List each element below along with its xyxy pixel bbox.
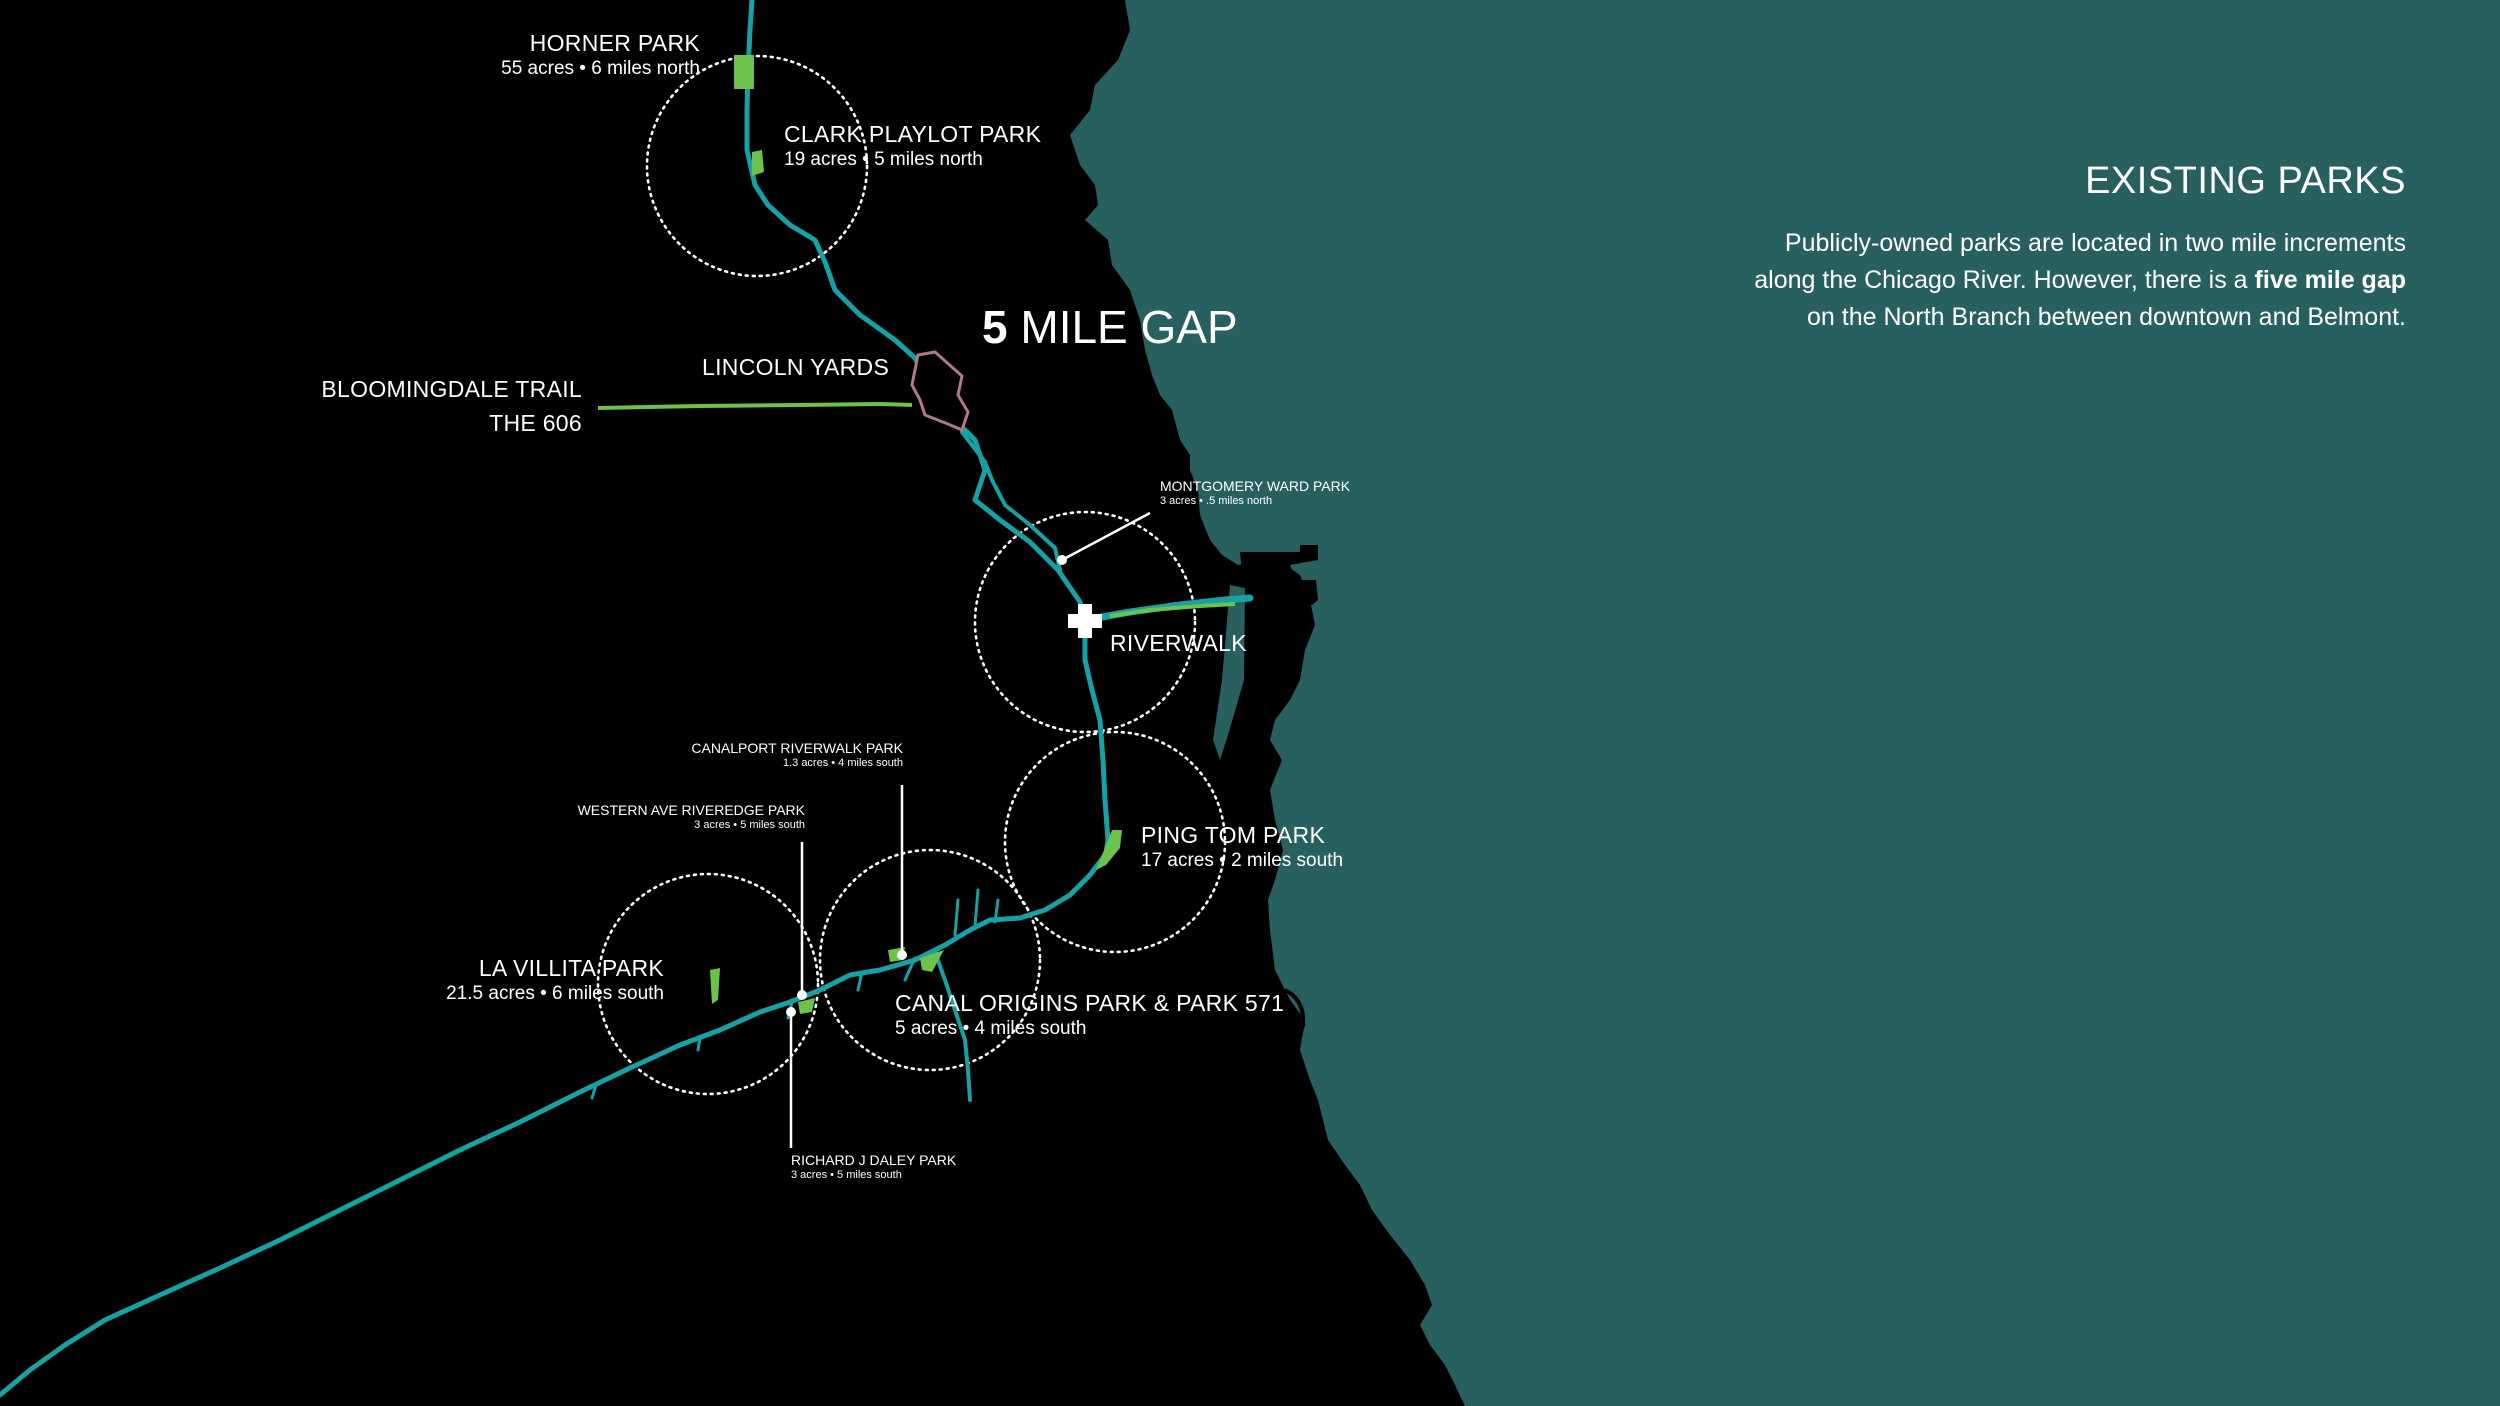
radius-circle-pingtom <box>1003 730 1227 954</box>
park-western-ave <box>798 998 815 1014</box>
montgomery-name: MONTGOMERY WARD PARK <box>1160 478 1351 494</box>
park-ping-tom <box>1096 830 1122 870</box>
gap-text: MILE GAP <box>1020 301 1238 353</box>
canalport-name: CANALPORT RIVERWALK PARK <box>691 740 903 756</box>
daley-name: RICHARD J DALEY PARK <box>791 1152 957 1168</box>
label-canal-origins-park: CANAL ORIGINS PARK & PARK 571 5 acres • … <box>895 990 1284 1040</box>
dot-daley <box>786 1007 796 1017</box>
land-mass <box>0 0 1465 1406</box>
park-canal-origins <box>920 950 944 972</box>
panel-line-2-prefix: along the Chicago River. However, there … <box>1754 266 2255 294</box>
lavillita-name: LA VILLITA PARK <box>478 955 664 981</box>
northerly-island <box>1284 988 1306 1043</box>
clark-park-detail: 19 acres • 5 miles north <box>784 148 983 170</box>
horner-park-detail: 55 acres • 6 miles north <box>501 57 700 79</box>
label-la-villita-park: LA VILLITA PARK 21.5 acres • 6 miles sou… <box>446 955 664 1005</box>
label-horner-park: HORNER PARK 55 acres • 6 miles north <box>501 30 700 80</box>
dot-canalport <box>897 950 907 960</box>
leader-montgomery <box>1061 511 1151 562</box>
label-clark-playlot-park: CLARK PLAYLOT PARK 19 acres • 5 miles no… <box>784 121 1041 171</box>
radius-circle-canal-origins <box>818 848 1042 1072</box>
canalorigins-detail: 5 acres • 4 miles south <box>895 1017 1087 1039</box>
harbor-lagoon <box>1213 585 1245 760</box>
label-richard-j-daley-park: RICHARD J DALEY PARK 3 acres • 5 miles s… <box>791 1152 956 1182</box>
canalorigins-name: CANAL ORIGINS PARK & PARK 571 <box>895 990 1285 1016</box>
existing-parks-panel: EXISTING PARKS Publicly-owned parks are … <box>1506 160 2406 336</box>
clark-park-name: CLARK PLAYLOT PARK <box>784 121 1042 147</box>
bloomingdale-sub: THE 606 <box>489 409 582 436</box>
park-clark <box>752 150 764 176</box>
label-riverwalk: RIVERWALK <box>1110 630 1247 658</box>
river-canal-branch <box>960 430 1062 572</box>
panel-title: EXISTING PARKS <box>2085 160 2406 202</box>
label-five-mile-gap: 5 MILE GAP <box>982 300 1238 355</box>
park-la-villita <box>710 968 720 1004</box>
label-canalport-riverwalk-park: CANALPORT RIVERWALK PARK 1.3 acres • 4 m… <box>691 740 903 770</box>
park-riverwalk <box>1109 602 1236 618</box>
bloomingdale-trail-line <box>597 401 913 410</box>
dot-montgomery <box>1057 555 1067 565</box>
label-western-ave-riveredge-park: WESTERN AVE RIVEREDGE PARK 3 acres • 5 m… <box>578 802 805 832</box>
radius-circle-la-villita <box>596 872 820 1096</box>
panel-line-2-bold: five mile gap <box>2254 266 2406 294</box>
gap-number: 5 <box>982 301 1008 353</box>
park-horner <box>734 55 754 89</box>
dot-western <box>797 990 807 1000</box>
lincoln-yards-area <box>910 350 970 433</box>
western-detail: 3 acres • 5 miles south <box>694 818 805 831</box>
river-south-branch <box>0 852 1108 1398</box>
label-bloomingdale-trail: BLOOMINGDALE TRAIL THE 606 <box>321 376 582 437</box>
panel-line-2: along the Chicago River. However, there … <box>1506 262 2406 299</box>
pingtom-name: PING TOM PARK <box>1141 822 1326 848</box>
radius-circle-riverwalk <box>973 510 1197 734</box>
label-ping-tom-park: PING TOM PARK 17 acres • 2 miles south <box>1141 822 1343 872</box>
label-montgomery-ward-park: MONTGOMERY WARD PARK 3 acres • .5 miles … <box>1160 478 1350 508</box>
panel-line-1: Publicly-owned parks are located in two … <box>1784 229 2406 257</box>
panel-body: Publicly-owned parks are located in two … <box>1506 225 2406 336</box>
plus-icon <box>1068 604 1102 638</box>
navy-pier <box>1240 545 1318 608</box>
bloomingdale-name: BLOOMINGDALE TRAIL <box>321 376 582 402</box>
montgomery-detail: 3 acres • .5 miles north <box>1160 494 1273 507</box>
riverwalk-name: RIVERWALK <box>1110 630 1247 656</box>
radius-circle-clark <box>645 54 869 278</box>
daley-detail: 3 acres • 5 miles south <box>791 1168 902 1181</box>
lavillita-detail: 21.5 acres • 6 miles south <box>446 982 664 1004</box>
lincoln-yards-name: LINCOLN YARDS <box>702 354 890 380</box>
canalport-detail: 1.3 acres • 4 miles south <box>782 756 903 769</box>
pingtom-detail: 17 acres • 2 miles south <box>1141 849 1344 871</box>
western-name: WESTERN AVE RIVEREDGE PARK <box>577 802 805 818</box>
panel-line-3: on the North Branch between downtown and… <box>1807 303 2406 331</box>
label-lincoln-yards: LINCOLN YARDS <box>702 354 889 382</box>
horner-park-name: HORNER PARK <box>529 30 700 56</box>
river-bubbly-creek <box>933 950 972 1102</box>
